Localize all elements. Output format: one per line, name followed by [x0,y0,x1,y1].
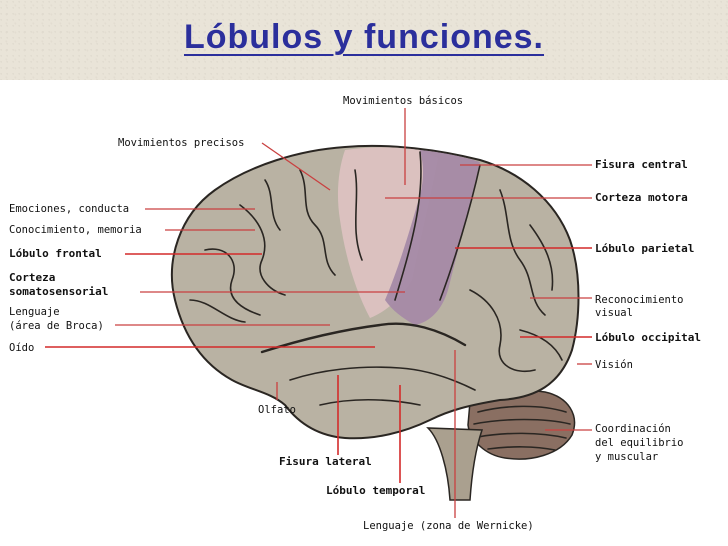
label-lobulo-parietal: Lóbulo parietal [595,242,694,255]
label-movimientos-basicos: Movimientos básicos [343,95,463,107]
label-corteza-line1: Corteza [9,271,55,284]
label-coordinacion-line1: Coordinación [595,423,671,435]
brain-illustration [171,144,580,501]
leader-lines [45,108,592,518]
label-lobulo-occipital: Lóbulo occipital [595,331,701,344]
label-vision: Visión [595,359,633,371]
label-corteza-line2: somatosensorial [9,285,108,298]
labels: Movimientos básicos Movimientos precisos… [9,95,701,532]
label-oido: Oído [9,342,34,354]
label-lobulo-frontal: Lóbulo frontal [9,247,102,260]
title-bar: Lóbulos y funciones. [0,0,728,80]
brain-diagram: Movimientos básicos Movimientos precisos… [9,95,701,532]
label-coordinacion-line2: del equilibrio [595,437,684,449]
label-lenguaje-line2: (área de Broca) [9,320,104,332]
label-reconocimiento-line1: Reconocimiento [595,294,684,306]
premotor-area [337,147,438,318]
label-wernicke: Lenguaje (zona de Wernicke) [363,520,534,532]
label-corteza-motora: Corteza motora [595,191,688,204]
label-lenguaje-line1: Lenguaje [9,306,60,318]
label-movimientos-precisos: Movimientos precisos [118,137,244,149]
motor-strip [385,150,480,325]
label-conocimiento: Conocimiento, memoria [9,224,142,236]
page-title: Lóbulos y funciones. [183,18,545,56]
label-emociones: Emociones, conducta [9,203,129,215]
label-lobulo-temporal: Lóbulo temporal [326,484,425,497]
label-reconocimiento-line2: visual [595,307,633,319]
label-fisura-central: Fisura central [595,158,688,171]
label-coordinacion-line3: y muscular [595,451,658,463]
label-fisura-lateral: Fisura lateral [279,455,372,468]
label-olfato: Olfato [258,404,296,416]
